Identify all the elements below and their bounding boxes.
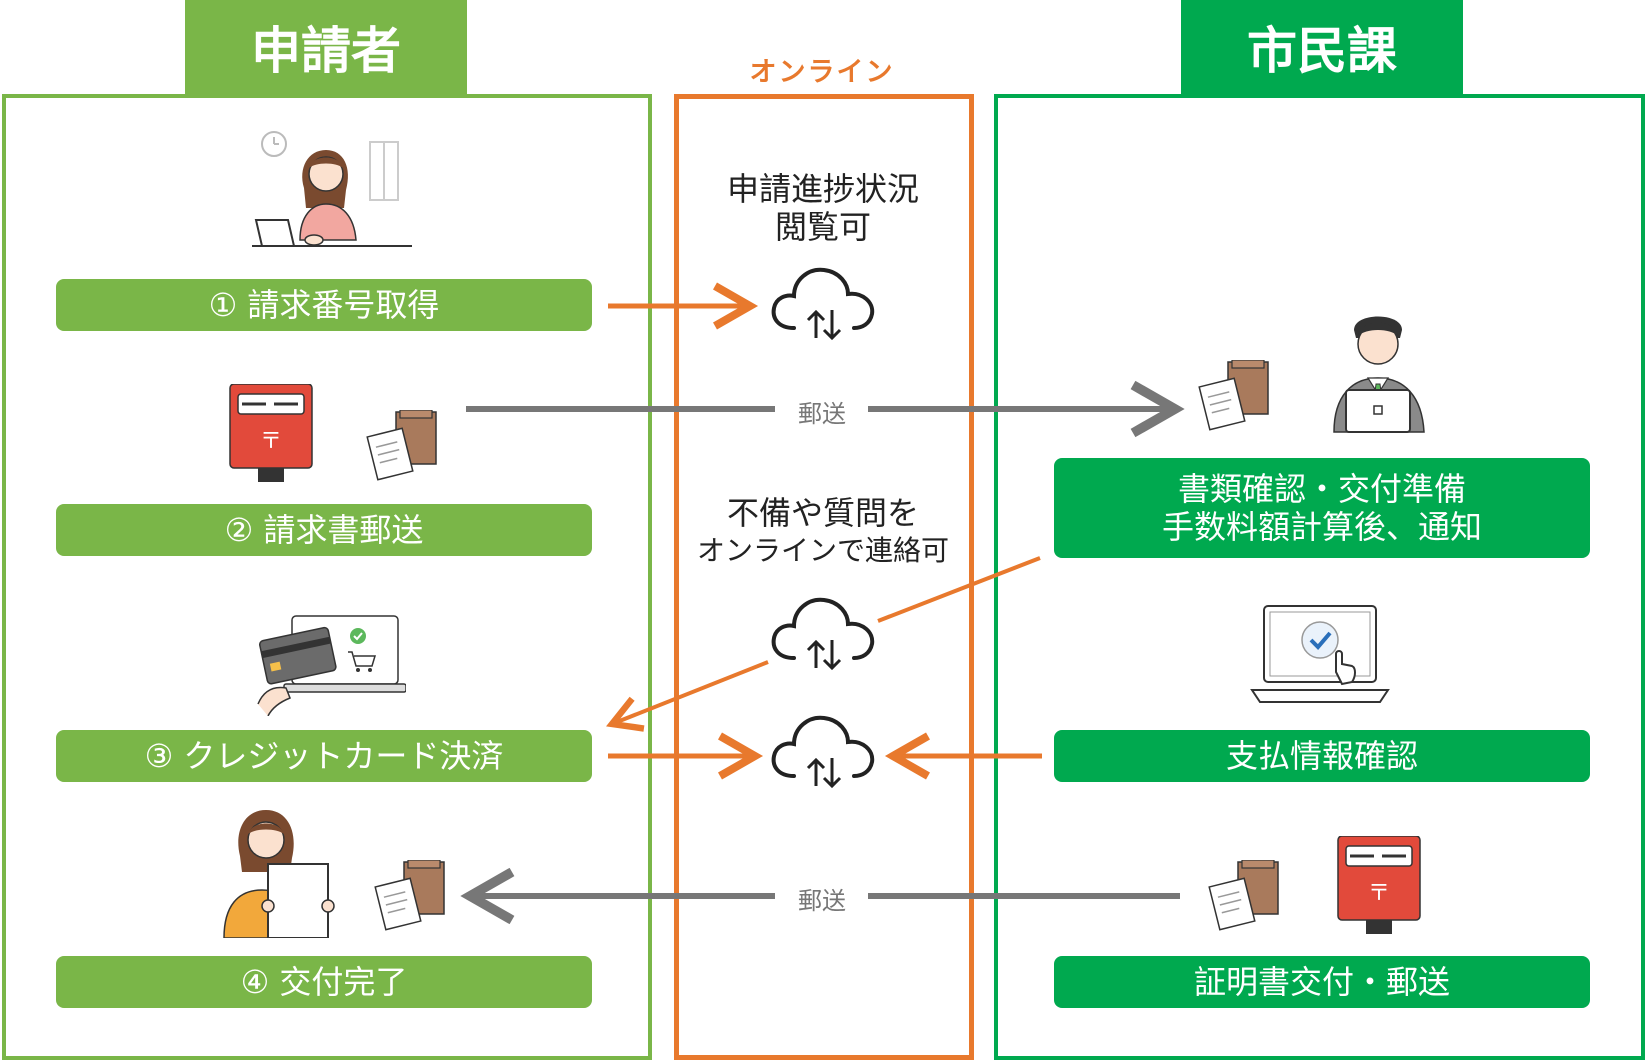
svg-text:〒: 〒: [1368, 881, 1390, 906]
envelope-documents-icon: [374, 860, 445, 931]
step-mail-application-label: ② 請求書郵送: [224, 511, 424, 549]
step-payment-check-label: 支払情報確認: [1225, 737, 1418, 775]
online-note-progress: 申請進捗状況 閲覧可: [690, 170, 956, 246]
mail-label-outbound: 郵送: [776, 394, 868, 429]
office-title: 市民課: [1247, 22, 1397, 80]
office-header: 市民課: [1181, 0, 1463, 94]
step-credit-payment-label: ③ クレジットカード決済: [144, 737, 504, 775]
applicant-title: 申請者: [251, 22, 401, 80]
woman-laptop-icon: [252, 131, 412, 247]
online-note-inquiry-line1: 不備や質問を: [726, 494, 919, 532]
online-note-inquiry-line2: オンラインで連絡可: [696, 534, 949, 567]
online-note-progress-line2: 閲覧可: [774, 208, 871, 246]
cloud-sync-icon: [771, 597, 875, 671]
step-request-number-label: ① 請求番号取得: [208, 286, 440, 324]
step-payment-check: 支払情報確認: [1054, 730, 1590, 782]
step-request-number: ① 請求番号取得: [56, 279, 592, 331]
envelope-documents-icon: [366, 410, 437, 481]
arrow-office-to-cloud: [877, 556, 1041, 623]
online-column: [674, 94, 974, 1060]
credit-card-payment-icon: [257, 615, 406, 716]
step-document-check: 書類確認・交付準備 手数料額計算後、通知: [1054, 458, 1590, 558]
step-mail-application: ② 請求書郵送: [56, 504, 592, 556]
woman-certificate-icon: [223, 810, 335, 938]
step-issuance-complete: ④ 交付完了: [56, 956, 592, 1008]
step-certificate-mail: 証明書交付・郵送: [1054, 956, 1590, 1008]
arrow-cloud-to-step3: [606, 660, 769, 732]
svg-text:〒: 〒: [260, 429, 282, 454]
envelope-documents-icon: [1198, 360, 1269, 431]
step-document-check-line1: 書類確認・交付準備: [1177, 470, 1466, 508]
online-title: オンライン: [749, 57, 895, 88]
applicant-header: 申請者: [185, 0, 467, 94]
step-document-check-line2: 手数料額計算後、通知: [1161, 508, 1482, 546]
step-credit-payment: ③ クレジットカード決済: [56, 730, 592, 782]
cloud-sync-icon: [771, 267, 875, 341]
online-note-inquiry: 不備や質問を オンラインで連絡可: [690, 494, 956, 570]
cloud-sync-icon: [771, 715, 875, 789]
online-note-progress-line1: 申請進捗状況: [726, 170, 919, 208]
step-issuance-complete-label: ④ 交付完了: [240, 963, 408, 1001]
applicant-column: [2, 94, 652, 1060]
postbox-icon: 〒: [1337, 836, 1421, 934]
mail-label-return: 郵送: [776, 881, 868, 916]
envelope-documents-icon: [1208, 860, 1279, 931]
laptop-check-icon: [1250, 605, 1390, 703]
clerk-laptop-icon: [1333, 316, 1425, 433]
step-certificate-mail-label: 証明書交付・郵送: [1193, 963, 1450, 1001]
postbox-icon: 〒: [229, 384, 313, 482]
